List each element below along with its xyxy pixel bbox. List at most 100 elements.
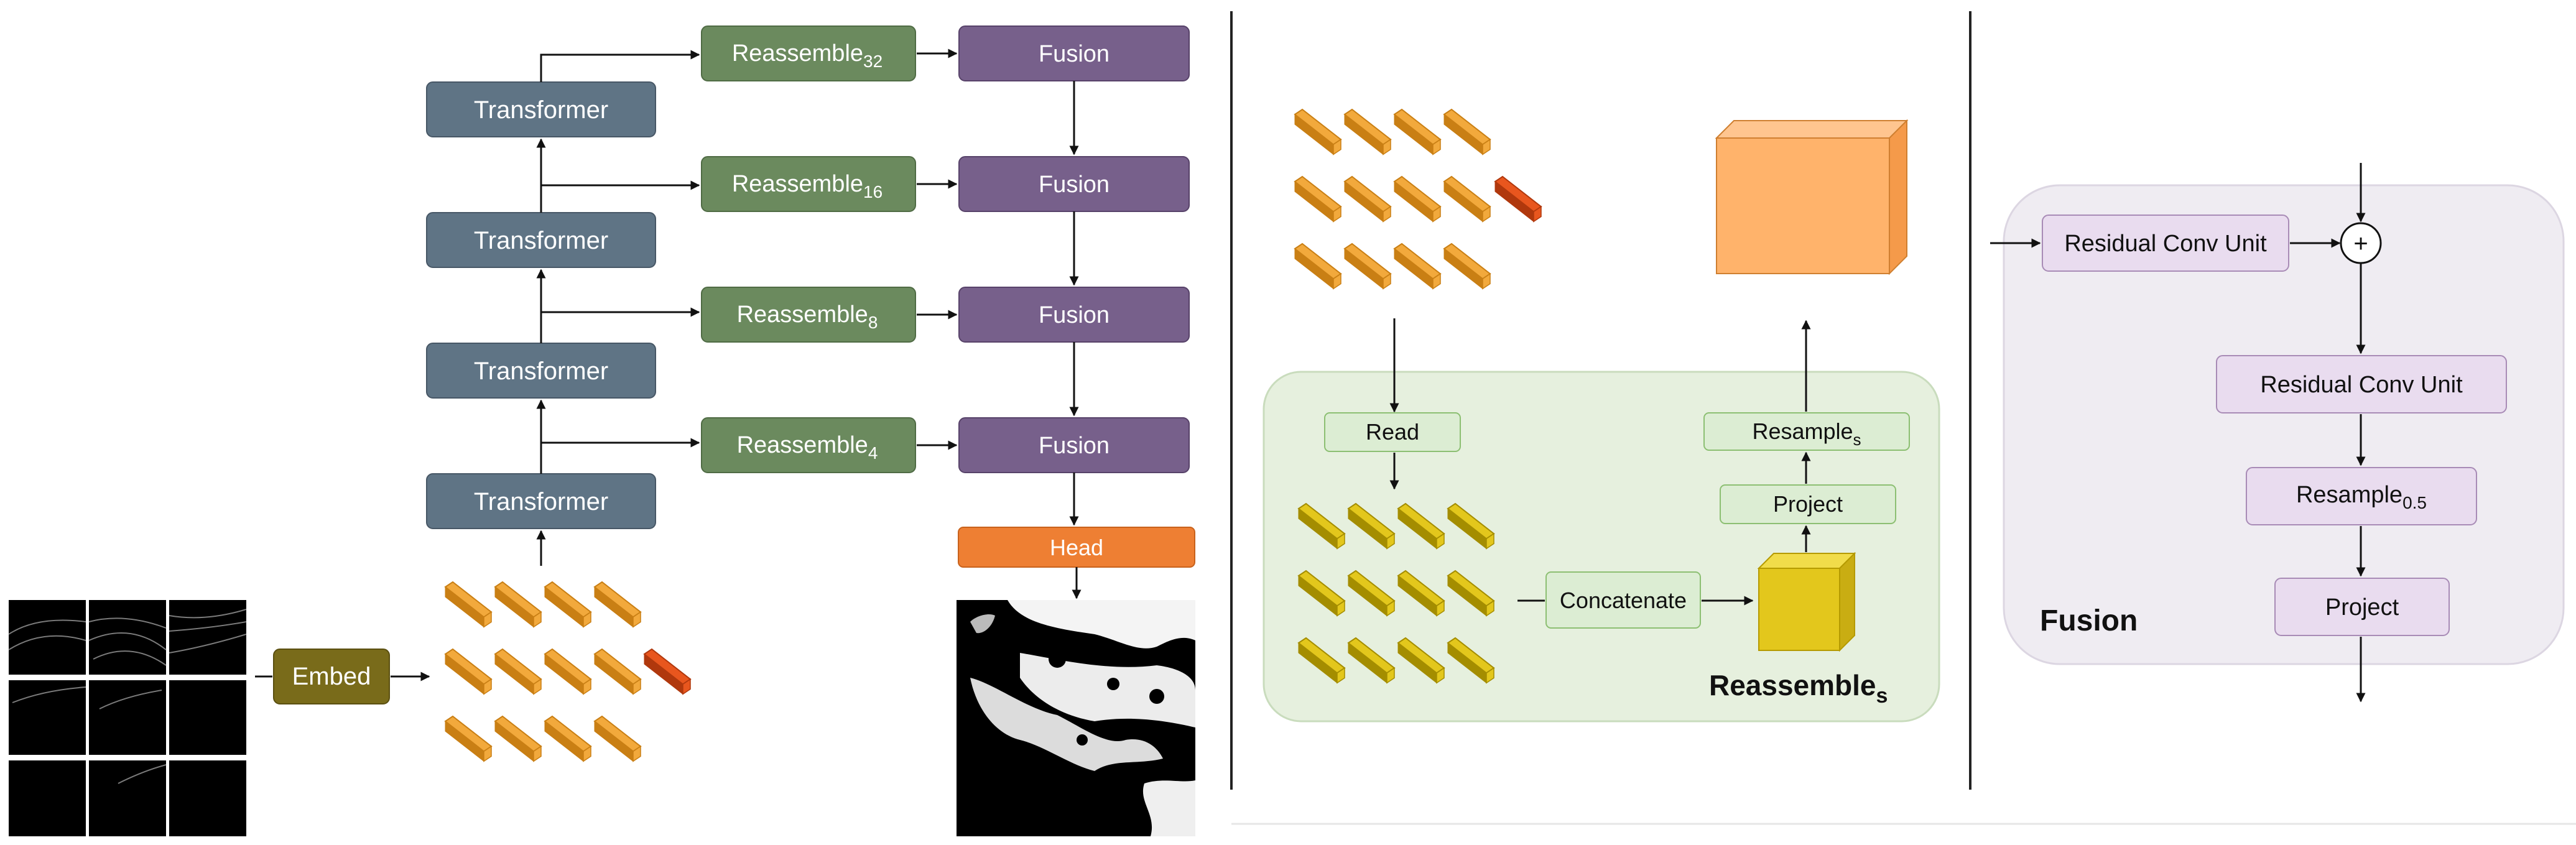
- resample-block-middle: Resamples: [1703, 412, 1910, 451]
- read-block: Read: [1324, 412, 1461, 452]
- token-midtop-5: [1343, 175, 1392, 223]
- token-left-6: [544, 648, 592, 695]
- reassemble-column: Reassemble32Reassemble16Reassemble8Reass…: [540, 25, 958, 474]
- transformer-label: Transformer: [474, 488, 608, 515]
- reassemble-title: Reassembles: [1709, 669, 1888, 708]
- embed-block: Embed: [273, 649, 390, 704]
- transformer-label: Transformer: [474, 227, 608, 254]
- input-image-grid: [8, 600, 247, 836]
- fusion-block-1: Fusion: [958, 25, 1190, 81]
- reassemble-block-4: Reassemble4: [701, 417, 916, 473]
- panel-middle: Read Concatenate Project Resamples: [1263, 108, 1940, 723]
- token-midtop-8: [1294, 242, 1342, 290]
- token-midbottom-10: [1397, 637, 1445, 684]
- branch-arrow-2: [540, 180, 700, 213]
- token-midtop-3: [1443, 108, 1491, 155]
- token-left-5: [494, 648, 542, 695]
- fusion-label: Fusion: [1039, 41, 1110, 67]
- token-left-7: [593, 648, 642, 695]
- add-node: +: [2340, 222, 2382, 264]
- token-midtop-7: [1443, 175, 1491, 223]
- token-midbottom-8: [1297, 637, 1346, 684]
- svg-text:Embed: Embed: [292, 663, 371, 690]
- token-midtop-readout: [1494, 175, 1542, 223]
- reassemble-block-16: Reassemble16: [701, 156, 916, 212]
- transformer-block-2: Transformer: [426, 212, 656, 268]
- token-left-11: [593, 715, 642, 762]
- token-midtop-11: [1443, 242, 1491, 290]
- token-grid-middle-bottom: [1297, 502, 1495, 684]
- reassemble-label: Reassemble16: [732, 171, 883, 201]
- fusion-label: Fusion: [1039, 302, 1110, 328]
- branch-arrow-3: [540, 307, 700, 343]
- token-midbottom-4: [1297, 570, 1346, 617]
- svg-text:+: +: [2353, 230, 2368, 257]
- token-left-8: [444, 715, 493, 762]
- fusion-label: Fusion: [1039, 433, 1110, 459]
- svg-text:Resample0.5: Resample0.5: [2296, 482, 2427, 512]
- token-midtop-1: [1343, 108, 1392, 155]
- token-grid-left: [444, 581, 692, 762]
- reassemble-label: Reassemble8: [737, 302, 878, 332]
- svg-text:Head: Head: [1050, 535, 1103, 560]
- token-midtop-0: [1294, 108, 1342, 155]
- transformer-label: Transformer: [474, 358, 608, 385]
- reassemble-block-32: Reassemble32: [701, 25, 916, 81]
- token-left-readout: [643, 648, 692, 695]
- token-midtop-6: [1393, 175, 1442, 223]
- token-left-0: [444, 581, 493, 628]
- residual-conv-unit-1: Residual Conv Unit: [2042, 215, 2289, 272]
- reassemble-label: Reassemble4: [737, 432, 878, 463]
- svg-text:Concatenate: Concatenate: [1560, 588, 1687, 613]
- project-block-middle: Project: [1720, 484, 1896, 524]
- token-left-1: [494, 581, 542, 628]
- transformer-block-1: Transformer: [426, 81, 656, 137]
- token-midbottom-7: [1447, 570, 1495, 617]
- svg-text:Read: Read: [1366, 419, 1419, 445]
- token-midbottom-11: [1447, 637, 1495, 684]
- token-midtop-9: [1343, 242, 1392, 290]
- output-feature-volume: [1715, 119, 1909, 275]
- token-left-9: [494, 715, 542, 762]
- branch-arrow-4: [540, 438, 700, 474]
- token-left-3: [593, 581, 642, 628]
- token-grid-middle-top: [1294, 108, 1542, 290]
- token-midtop-2: [1393, 108, 1442, 155]
- token-midbottom-6: [1397, 570, 1445, 617]
- token-left-4: [444, 648, 493, 695]
- svg-text:Residual Conv Unit: Residual Conv Unit: [2064, 231, 2267, 257]
- token-midbottom-9: [1347, 637, 1396, 684]
- reassemble-block-8: Reassemble8: [701, 287, 916, 343]
- reassemble-label: Reassemble32: [732, 40, 883, 71]
- fusion-block-3: Fusion: [958, 287, 1190, 343]
- token-midbottom-0: [1297, 502, 1346, 550]
- panel-left: Embed TransformerTransformerTransformerT…: [8, 25, 1195, 836]
- token-midtop-10: [1393, 242, 1442, 290]
- output-segmentation-image: [957, 600, 1195, 836]
- transformer-label: Transformer: [474, 96, 608, 124]
- project-block-right: Project: [2274, 578, 2450, 636]
- token-midtop-4: [1294, 175, 1342, 223]
- head-block: Head: [958, 527, 1195, 568]
- token-left-2: [544, 581, 592, 628]
- residual-conv-unit-2: Residual Conv Unit: [2216, 355, 2507, 413]
- fusion-container: [2003, 184, 2565, 665]
- fusion-label: Fusion: [1039, 172, 1110, 198]
- svg-text:Resamples: Resamples: [1752, 418, 1861, 449]
- token-midbottom-5: [1347, 570, 1396, 617]
- svg-text:Project: Project: [2325, 594, 2399, 621]
- concatenate-block: Concatenate: [1545, 571, 1701, 629]
- fusion-block-4: Fusion: [958, 417, 1190, 473]
- token-midbottom-2: [1397, 502, 1445, 550]
- svg-text:Project: Project: [1773, 491, 1843, 517]
- svg-text:Residual Conv Unit: Residual Conv Unit: [2260, 372, 2463, 398]
- transformer-stack: TransformerTransformerTransformerTransfo…: [426, 81, 656, 566]
- token-left-10: [544, 715, 592, 762]
- panel-right: Residual Conv Unit + Residual Conv Unit …: [1990, 163, 2565, 703]
- transformer-block-4: Transformer: [426, 473, 656, 529]
- fusion-title: Fusion: [2040, 604, 2138, 637]
- transformer-block-3: Transformer: [426, 343, 656, 399]
- token-midbottom-1: [1347, 502, 1396, 550]
- token-midbottom-3: [1447, 502, 1495, 550]
